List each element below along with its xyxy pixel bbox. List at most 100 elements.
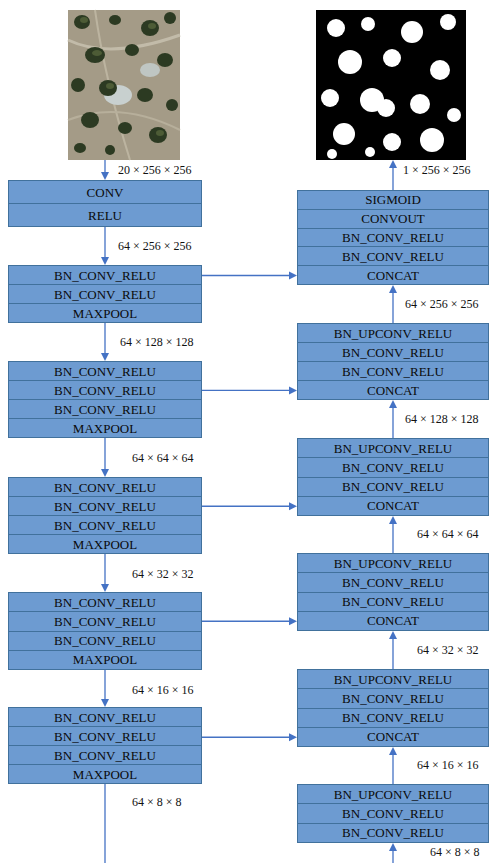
layer-name: CONCAT xyxy=(298,380,488,399)
layer-block: BN_CONV_RELUBN_CONV_RELUMAXPOOL xyxy=(8,265,202,323)
connector xyxy=(202,617,297,625)
arrow-head xyxy=(101,699,109,707)
layer-name: BN_CONV_RELU xyxy=(9,708,201,726)
arrow-head xyxy=(389,285,397,293)
layer-name: BN_UPCONV_RELU xyxy=(298,554,488,572)
arrow-head xyxy=(289,617,297,625)
dimension-label: 64 × 16 × 16 xyxy=(417,759,479,771)
layer-name: BN_CONV_RELU xyxy=(9,284,201,303)
connector xyxy=(202,733,297,741)
connector xyxy=(202,386,297,394)
layer-name: CONV xyxy=(9,181,201,203)
layer-name: BN_CONV_RELU xyxy=(298,572,488,591)
arrow-head xyxy=(289,733,297,741)
connector xyxy=(389,747,397,784)
arrow-head xyxy=(289,502,297,510)
arrow-head xyxy=(101,584,109,592)
dimension-label: 64 × 32 × 32 xyxy=(132,568,194,580)
layer-name: CONCAT xyxy=(298,496,488,515)
layer-name: BN_CONV_RELU xyxy=(298,361,488,380)
layer-name: CONVOUT xyxy=(298,209,488,228)
layer-name: BN_CONV_RELU xyxy=(298,708,488,727)
layer-block: BN_CONV_RELUBN_CONV_RELUBN_CONV_RELUMAXP… xyxy=(8,477,202,554)
layer-name: MAXPOOL xyxy=(9,418,201,437)
connector-line xyxy=(392,638,393,669)
input-image xyxy=(68,10,180,160)
connector-line xyxy=(392,407,393,438)
layer-name: BN_CONV_RELU xyxy=(9,593,201,611)
layer-name: BN_CONV_RELU xyxy=(9,380,201,399)
connector xyxy=(202,502,297,510)
layer-name: MAXPOOL xyxy=(9,764,201,783)
connector xyxy=(389,285,397,323)
layer-name: BN_CONV_RELU xyxy=(298,228,488,247)
connector-line xyxy=(392,523,393,553)
connector-line xyxy=(202,506,290,507)
dimension-label: 20 × 256 × 256 xyxy=(118,164,192,176)
layer-name: BN_CONV_RELU xyxy=(9,478,201,496)
connector-line xyxy=(104,323,105,354)
layer-name: BN_CONV_RELU xyxy=(9,266,201,284)
layer-name: BN_UPCONV_RELU xyxy=(298,439,488,457)
layer-name: BN_UPCONV_RELU xyxy=(298,324,488,342)
dimension-label: 64 × 64 × 64 xyxy=(417,528,479,540)
layer-name: BN_CONV_RELU xyxy=(9,611,201,630)
arrow-head xyxy=(389,516,397,524)
layer-name: BN_UPCONV_RELU xyxy=(298,785,488,803)
layer-block: BN_UPCONV_RELUBN_CONV_RELUBN_CONV_RELUCO… xyxy=(297,438,489,516)
connector-line xyxy=(104,554,105,585)
dimension-label: 64 × 16 × 16 xyxy=(132,684,194,696)
layer-block: BN_CONV_RELUBN_CONV_RELUBN_CONV_RELUMAXP… xyxy=(8,707,202,784)
layer-name: MAXPOOL xyxy=(9,650,201,669)
layer-block: BN_UPCONV_RELUBN_CONV_RELUBN_CONV_RELUCO… xyxy=(297,553,489,631)
arrow-head xyxy=(101,469,109,477)
dimension-label: 64 × 8 × 8 xyxy=(132,796,182,808)
dimension-label: 64 × 8 × 8 xyxy=(430,846,480,858)
dimension-label: 64 × 256 × 256 xyxy=(405,298,479,310)
arrow-head xyxy=(101,353,109,361)
layer-name: BN_CONV_RELU xyxy=(9,496,201,515)
layer-name: BN_CONV_RELU xyxy=(298,342,488,361)
connector-line xyxy=(392,292,393,323)
dimension-label: 1 × 256 × 256 xyxy=(403,164,471,176)
layer-name: BN_CONV_RELU xyxy=(9,745,201,764)
layer-block: BN_UPCONV_RELUBN_CONV_RELUBN_CONV_RELUCO… xyxy=(297,323,489,400)
arrow-head xyxy=(389,400,397,408)
layer-name: BN_CONV_RELU xyxy=(298,457,488,476)
connector xyxy=(389,400,397,438)
layer-name: CONCAT xyxy=(298,265,488,284)
layer-block: BN_CONV_RELUBN_CONV_RELUBN_CONV_RELUMAXP… xyxy=(8,592,202,670)
dimension-label: 64 × 128 × 128 xyxy=(405,413,479,425)
connector xyxy=(101,670,109,707)
arrow-head xyxy=(389,631,397,639)
arrow-head xyxy=(389,747,397,755)
connector-line xyxy=(104,438,105,470)
layer-name: BN_CONV_RELU xyxy=(298,477,488,496)
layer-name: RELU xyxy=(9,203,201,226)
layer-name: BN_CONV_RELU xyxy=(9,515,201,534)
connector-line xyxy=(202,390,290,391)
connector xyxy=(101,323,109,361)
dimension-label: 64 × 32 × 32 xyxy=(417,644,479,656)
layer-name: BN_CONV_RELU xyxy=(298,688,488,707)
layer-name: BN_CONV_RELU xyxy=(9,631,201,650)
layer-name: BN_CONV_RELU xyxy=(9,362,201,380)
layer-name: MAXPOOL xyxy=(9,534,201,553)
layer-name: MAXPOOL xyxy=(9,303,201,322)
dimension-label: 64 × 128 × 128 xyxy=(120,336,194,348)
dimension-label: 64 × 64 × 64 xyxy=(132,452,194,464)
arrow-head xyxy=(289,272,297,280)
layer-block: BN_CONV_RELUBN_CONV_RELUBN_CONV_RELUMAXP… xyxy=(8,361,202,438)
connector-line xyxy=(202,737,290,738)
connector-line xyxy=(392,754,393,784)
layer-block: SIGMOIDCONVOUTBN_CONV_RELUBN_CONV_RELUCO… xyxy=(297,190,489,285)
layer-name: CONCAT xyxy=(298,727,488,746)
connector xyxy=(101,227,109,265)
connector-line xyxy=(202,275,290,276)
layer-name: BN_CONV_RELU xyxy=(298,823,488,842)
layer-block: BN_UPCONV_RELUBN_CONV_RELUBN_CONV_RELU xyxy=(297,784,489,843)
layer-name: BN_CONV_RELU xyxy=(298,803,488,822)
layer-name: SIGMOID xyxy=(298,191,488,209)
connector-line xyxy=(104,227,105,258)
layer-block: BN_UPCONV_RELUBN_CONV_RELUBN_CONV_RELUCO… xyxy=(297,669,489,747)
